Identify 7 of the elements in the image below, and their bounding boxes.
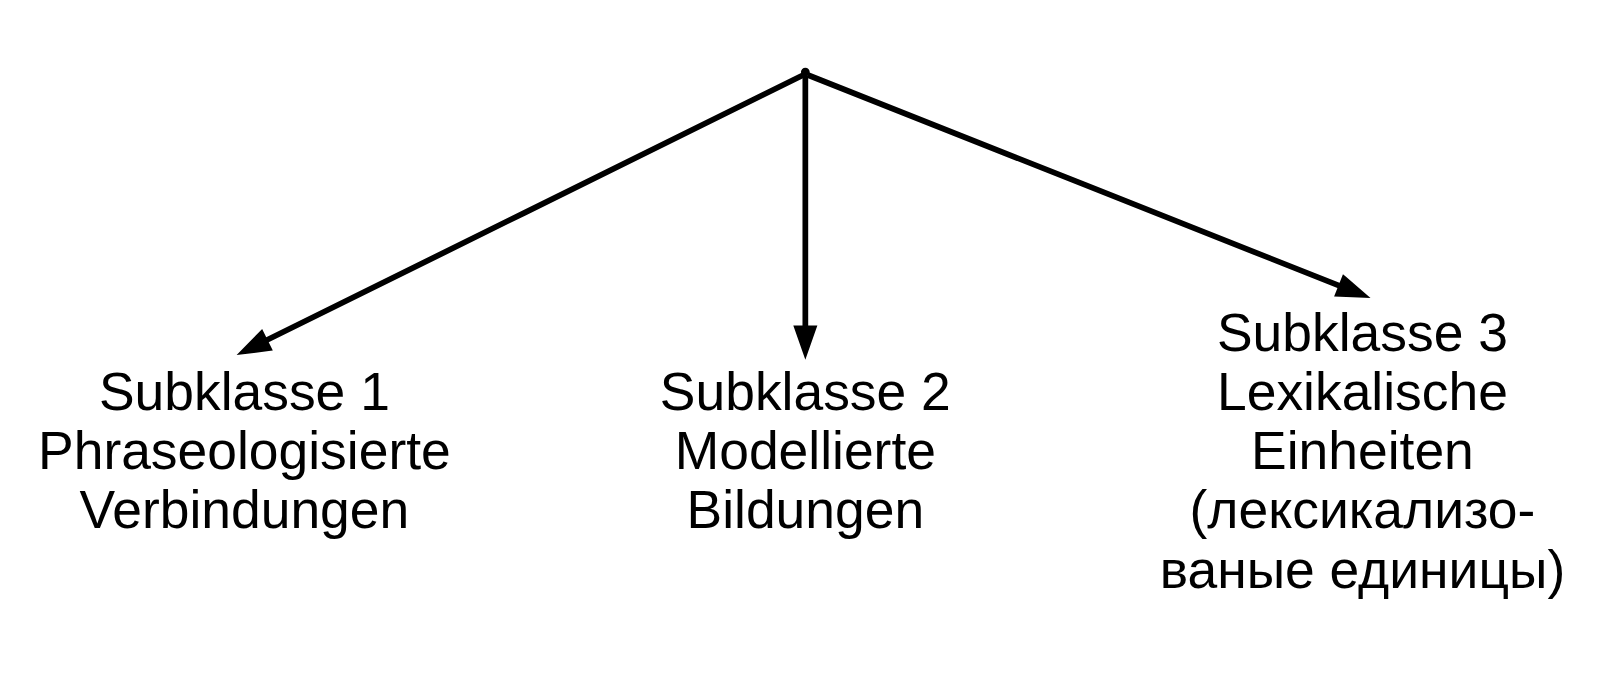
arrow — [793, 75, 818, 360]
arrow — [236, 71, 805, 355]
node-text: Subklasse 2 Modellierte Bildungen — [659, 361, 951, 539]
node-text: Subklasse 1 Phraseologisierte Verbindungen — [38, 361, 451, 539]
node-point — [800, 67, 810, 76]
node-text: Subklasse 3 Lexikalische Einheiten (лексикализо- ваные единицы) — [1159, 302, 1566, 599]
arrow — [806, 71, 1371, 298]
